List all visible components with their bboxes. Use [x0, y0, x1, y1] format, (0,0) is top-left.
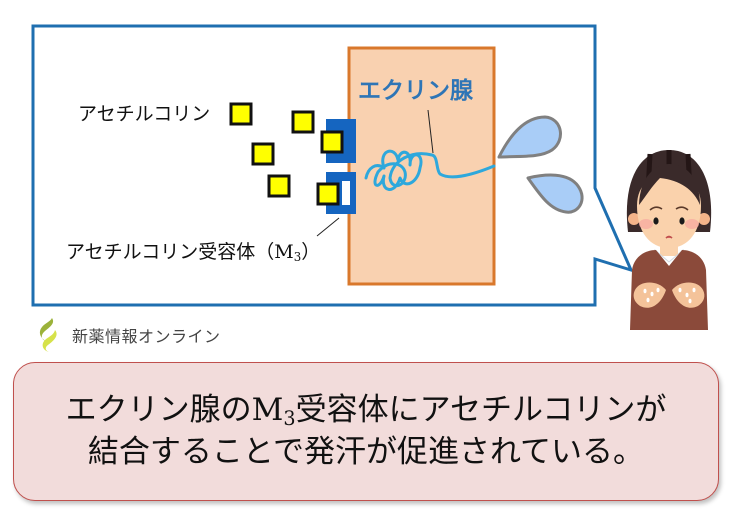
receptor-leader-line	[316, 217, 340, 237]
receptor-label-prefix: アセチルコリン受容体（	[66, 241, 275, 263]
banner-line-1-subscript: 3	[283, 407, 296, 431]
acetylcholine-square	[251, 142, 275, 166]
acetylcholine-square	[291, 110, 315, 134]
banner-line-1-m: M	[251, 392, 284, 429]
site-logo: 新薬情報オンライン	[38, 318, 221, 352]
sweat-drop-icon	[497, 115, 562, 159]
banner-line-1: エクリン腺のM3受容体にアセチルコリンが	[66, 390, 667, 431]
acetylcholine-square	[267, 174, 291, 198]
acetylcholine-square	[316, 182, 340, 206]
receptor-label-m: M	[274, 241, 294, 263]
banner-line-1-before: エクリン腺の	[65, 392, 252, 429]
banner-line-2: 結合することで発汗が促進されている。	[87, 433, 645, 470]
sweat-drop-icon	[526, 173, 584, 214]
summary-banner: エクリン腺のM3受容体にアセチルコリンが 結合することで発汗が促進されている。	[13, 362, 719, 501]
gland-leader-line	[427, 109, 434, 154]
sweat-duct	[364, 149, 496, 191]
acetylcholine-label: アセチルコリン	[78, 103, 211, 125]
worried-woman-illustration	[626, 150, 712, 330]
acetylcholine-square	[229, 102, 253, 126]
m3-receptor-lower	[326, 172, 356, 214]
receptor-label: アセチルコリン受容体（M3）	[66, 243, 320, 264]
receptor-label-suffix: ）	[301, 241, 321, 263]
acetylcholine-square	[320, 130, 344, 154]
receptor-label-subscript: 3	[293, 249, 302, 264]
acetylcholine-molecules	[229, 102, 344, 206]
leaf-logo-icon	[39, 318, 57, 352]
logo-text: 新薬情報オンライン	[72, 327, 221, 346]
eccrine-gland-label: エクリン腺	[358, 78, 473, 104]
banner-line-1-after: 受容体にアセチルコリンが	[295, 392, 667, 429]
